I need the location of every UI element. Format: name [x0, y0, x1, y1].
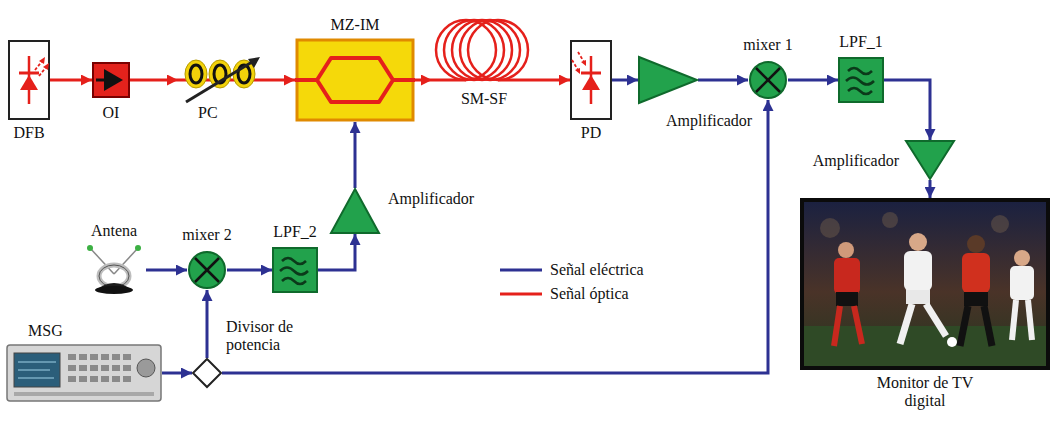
legend: Señal eléctricaSeñal óptica — [500, 258, 644, 306]
electrical-connector — [884, 80, 930, 140]
mixer-symbol: mixer 2 — [187, 250, 227, 290]
filter-box: LPF_1 — [838, 57, 884, 103]
antenna-icon: Antena — [82, 244, 146, 294]
component-label: MSG — [28, 322, 63, 340]
filter-box-shape — [272, 247, 318, 293]
optical-connector — [50, 79, 92, 82]
mixer-symbol-shape — [748, 60, 788, 100]
amplifier-symbol: Amplificador — [330, 188, 380, 234]
optical-isolator: OI — [92, 62, 130, 98]
component-label: mixer 2 — [182, 226, 231, 244]
component-label: Antena — [91, 222, 137, 240]
electrical-connector — [162, 372, 192, 375]
component-label: Amplificador — [805, 152, 899, 170]
fiber-coil-shape — [432, 14, 536, 86]
electrical-connector — [227, 269, 272, 272]
legend-line-sample — [500, 289, 542, 299]
component-label: MZ-IM — [331, 16, 380, 34]
splitter-diamond-shape — [192, 358, 222, 388]
splitter-diamond: Divisor de potencia — [192, 358, 222, 388]
tv-monitor-shape — [800, 198, 1050, 370]
amplifier-symbol-shape — [905, 140, 955, 180]
optical-connector — [415, 79, 432, 82]
component-label: LPF_2 — [273, 223, 317, 241]
amplifier-symbol-shape — [330, 188, 380, 234]
component-label: Divisor de potencia — [226, 318, 311, 354]
optical-connector — [262, 79, 295, 82]
mixer-symbol-shape — [187, 250, 227, 290]
polarization-controller-shape — [178, 56, 262, 104]
component-label: Monitor de TV digital — [875, 374, 975, 410]
component-label: SM-SF — [461, 90, 507, 108]
polarization-controller: PC — [178, 56, 262, 104]
modulator-box-shape — [295, 38, 415, 122]
fiber-coil: SM-SF — [432, 14, 536, 86]
optical-connector — [130, 79, 178, 82]
component-label: mixer 1 — [743, 36, 792, 54]
laser-source-shape — [8, 40, 50, 120]
electrical-connector — [929, 180, 932, 198]
electrical-connector — [698, 79, 748, 82]
legend-text: Señal eléctrica — [550, 261, 644, 279]
electrical-connector — [318, 234, 355, 270]
component-label: Amplificador — [388, 190, 474, 208]
component-label: PC — [198, 104, 218, 122]
electrical-connector — [788, 79, 838, 82]
signal-generator-shape — [6, 344, 162, 402]
legend-text: Señal óptica — [550, 285, 629, 303]
electrical-connector — [612, 79, 638, 82]
amplifier-symbol: Amplificador — [905, 140, 955, 180]
amplifier-symbol-shape — [638, 56, 698, 104]
mixer-symbol: mixer 1 — [748, 60, 788, 100]
component-label: DFB — [13, 124, 44, 142]
filter-box: LPF_2 — [272, 247, 318, 293]
component-label: Amplificador — [666, 112, 752, 130]
component-label: PD — [581, 124, 601, 142]
laser-source: DFB — [8, 40, 50, 120]
electrical-connector — [206, 290, 209, 358]
optical-connector — [536, 79, 570, 82]
legend-row: Señal óptica — [500, 282, 644, 306]
legend-row: Señal eléctrica — [500, 258, 644, 282]
component-label: LPF_1 — [839, 33, 883, 51]
filter-box-shape — [838, 57, 884, 103]
legend-line-sample — [500, 265, 542, 275]
electrical-connector — [222, 100, 768, 373]
signal-generator: MSG — [6, 344, 162, 402]
photodiode-box: PD — [570, 40, 612, 120]
optical-isolator-shape — [92, 62, 130, 98]
component-label: OI — [103, 104, 120, 122]
electrical-connector — [146, 269, 187, 272]
amplifier-symbol: Amplificador — [638, 56, 698, 104]
modulator-box: MZ-IM — [295, 38, 415, 122]
tv-monitor: Monitor de TV digital — [800, 198, 1050, 370]
antenna-icon-shape — [82, 244, 146, 294]
photodiode-box-shape — [570, 40, 612, 120]
electrical-connector — [354, 122, 357, 188]
